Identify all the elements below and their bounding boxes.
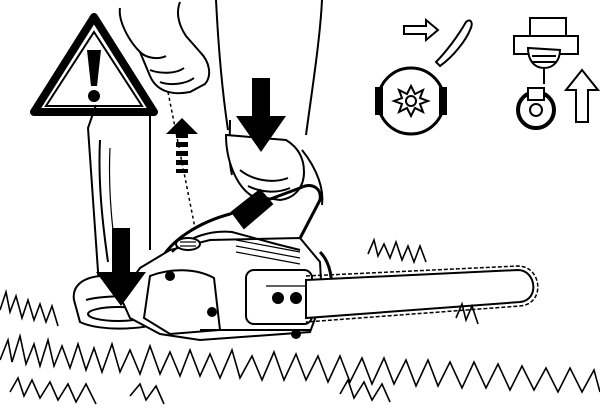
pulling-hand — [118, 1, 211, 95]
starter-pull-icon — [513, 17, 600, 130]
grass-ground — [0, 237, 600, 405]
pull-up-arrow-icon — [166, 118, 198, 173]
choke-lever-icon — [375, 17, 473, 136]
warning-triangle-icon — [30, 13, 158, 116]
press-down-arrow-icon — [236, 78, 286, 152]
gripping-glove — [224, 133, 306, 202]
guide-bar — [305, 265, 539, 323]
foot-press-arrow-icon — [96, 228, 146, 306]
starter-rope — [167, 91, 196, 229]
chainsaw-body — [118, 184, 334, 342]
